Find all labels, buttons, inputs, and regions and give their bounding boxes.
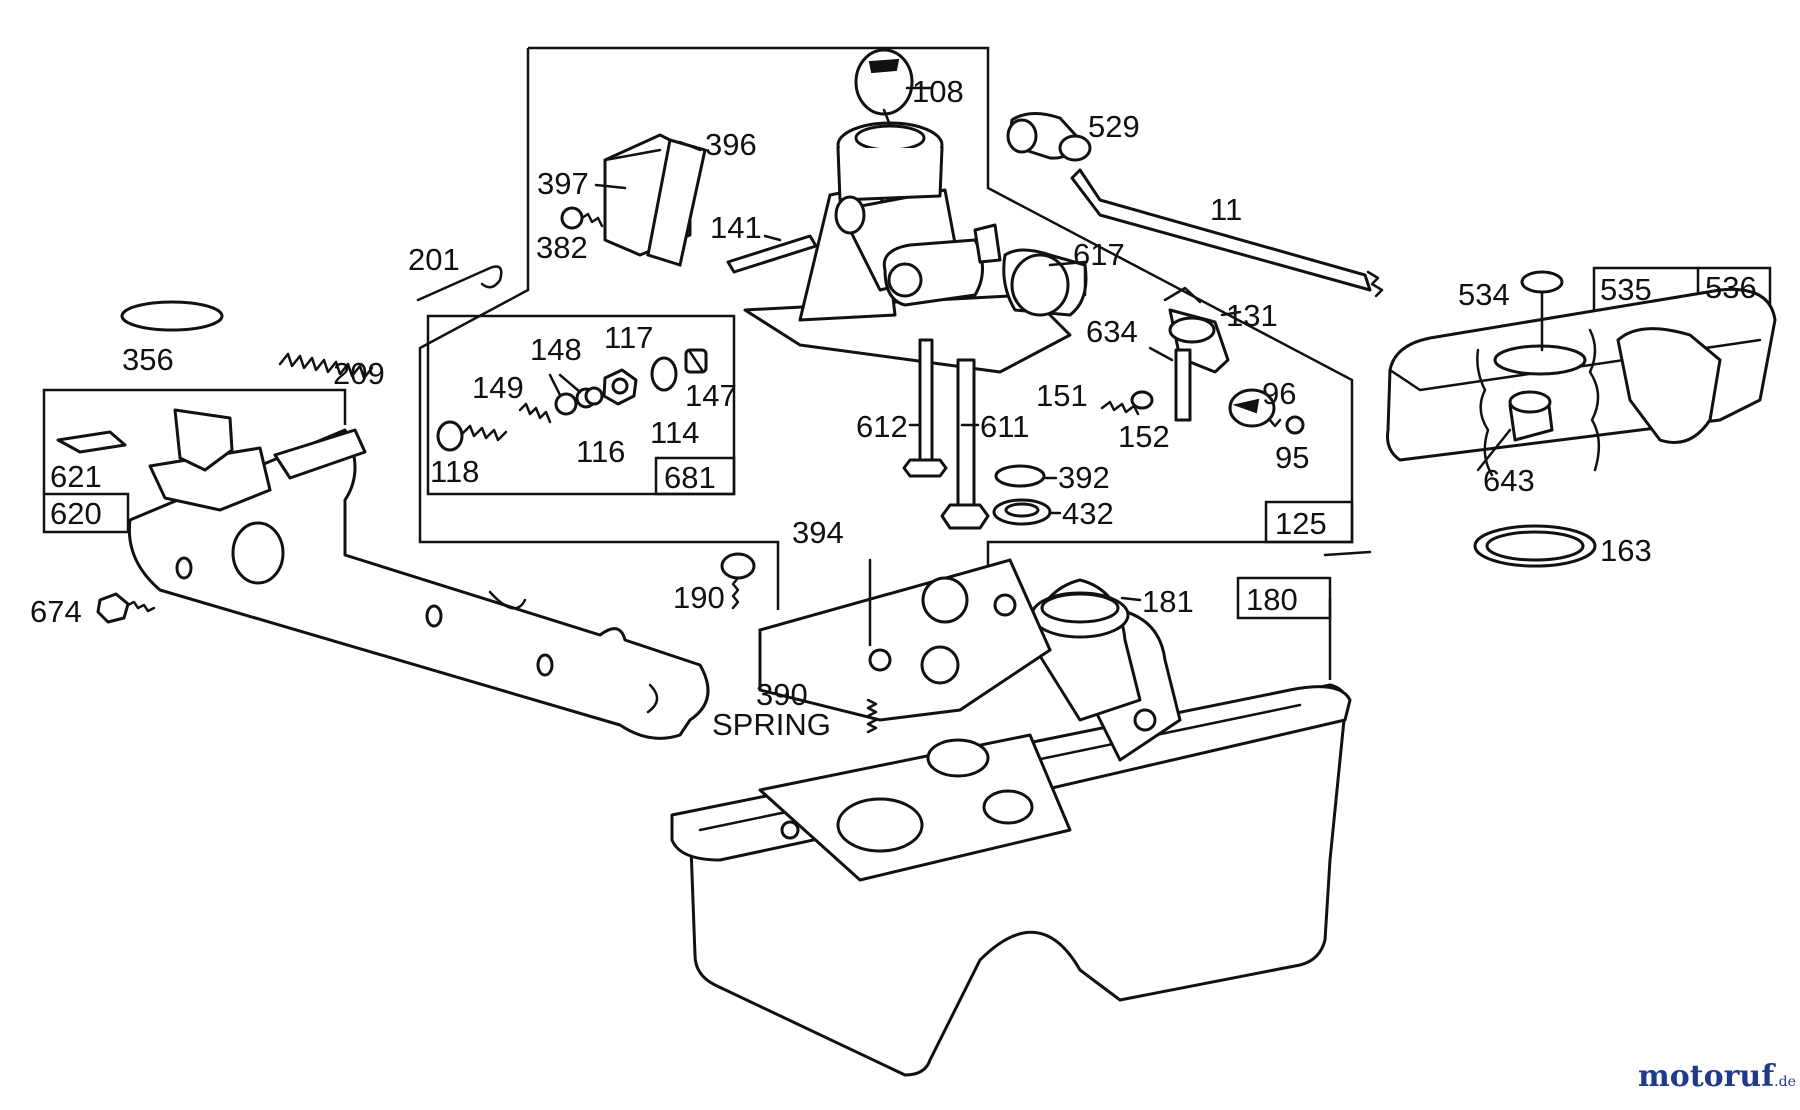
label-390: 390 [756, 677, 808, 712]
washer-114 [650, 356, 678, 392]
label-131: 131 [1226, 298, 1278, 333]
washer-96 [1228, 388, 1276, 428]
label-356: 356 [122, 342, 174, 377]
spring-151 [1100, 390, 1154, 416]
label-643: 643 [1483, 463, 1535, 498]
needle-611 [940, 358, 990, 530]
pin-141 [726, 234, 818, 274]
spring-209 [278, 352, 374, 380]
shutoff-valve-131 [1163, 286, 1230, 422]
group-681-frame [426, 314, 736, 496]
group-125-box [1264, 500, 1354, 544]
leader-lines [548, 86, 1512, 602]
label-141: 141 [710, 210, 762, 245]
watermark-tld: .de [1774, 1074, 1796, 1090]
label-152: 152 [1118, 419, 1170, 454]
spring-149 [518, 402, 552, 424]
group-536-frame [1592, 266, 1698, 315]
label-432: 432 [1062, 496, 1114, 531]
fuel-pipe [1028, 578, 1142, 722]
washer-116 [584, 386, 604, 406]
plug-147 [684, 348, 708, 374]
carburetor-kit-frame [528, 46, 1354, 570]
clip-621 [56, 430, 127, 454]
gasket-163-inner [1485, 530, 1585, 562]
group-620-frame [42, 388, 347, 494]
label-108: 108 [912, 74, 964, 109]
label-534: 534 [1458, 277, 1510, 312]
control-bracket [127, 408, 710, 740]
seal-432-inner [1004, 502, 1040, 518]
fuel-line-11 [1070, 168, 1372, 292]
label-151: 151 [1036, 378, 1088, 413]
label-621: 621 [50, 459, 102, 494]
ring-356 [120, 300, 224, 332]
label-148: 148 [530, 332, 582, 367]
label-95: 95 [1275, 440, 1309, 475]
group-681-box [654, 456, 736, 496]
gasket [758, 558, 1052, 722]
label-96: 96 [1262, 376, 1296, 411]
label-681: 681 [664, 460, 716, 495]
label-116: 116 [576, 434, 625, 469]
label-535: 535 [1600, 272, 1652, 307]
label-180: 180 [1246, 582, 1298, 617]
nut-117 [602, 368, 638, 406]
label-674: 674 [30, 594, 82, 629]
label-529: 529 [1088, 109, 1140, 144]
throttle-shaft-108 [854, 48, 914, 127]
label-397: 397 [537, 166, 589, 201]
label-396: 396 [705, 127, 757, 162]
label-117: 117 [604, 320, 653, 355]
carburetor-body [743, 121, 1088, 374]
screw-382 [560, 206, 604, 230]
label-190: 190 [673, 580, 725, 615]
label-611: 611 [980, 409, 1029, 444]
label-149: 149 [472, 370, 524, 405]
screw-674 [96, 592, 156, 624]
label-125: 125 [1275, 506, 1327, 541]
label-209: 209 [333, 356, 385, 391]
label-118: 118 [430, 454, 479, 489]
needle-612 [902, 338, 948, 478]
label-394: 394 [792, 515, 844, 550]
label-181: 181 [1142, 584, 1194, 619]
label-536: 536 [1705, 270, 1757, 305]
air-cleaner-assembly [1386, 287, 1777, 477]
label-612: 612 [856, 409, 908, 444]
label-11: 11 [1210, 192, 1242, 227]
label-spring: SPRING [712, 707, 831, 742]
label-634: 634 [1086, 314, 1138, 349]
label-163: 163 [1600, 533, 1652, 568]
label-617: 617 [1073, 237, 1125, 272]
label-382: 382 [536, 230, 588, 265]
label-114: 114 [650, 415, 699, 450]
watermark-brand: motoruf [1638, 1059, 1776, 1094]
screw-95 [1268, 415, 1305, 435]
elbow-529 [1006, 112, 1092, 162]
group-620-box [42, 492, 130, 534]
label-620: 620 [50, 496, 102, 531]
label-147: 147 [685, 378, 737, 413]
washer-148-a [554, 392, 578, 416]
watermark: motoruf.de [1638, 1059, 1796, 1094]
carburetor-kit-frame-left [418, 48, 780, 610]
wing-nut-534 [1520, 270, 1564, 352]
spring-390 [866, 698, 878, 734]
screw-190 [720, 552, 756, 610]
seal-392 [994, 464, 1046, 488]
screw-118 [436, 420, 508, 452]
fuel-line-11-end [1366, 270, 1384, 298]
link-201 [416, 265, 503, 302]
label-201: 201 [408, 242, 460, 277]
label-392: 392 [1058, 460, 1110, 495]
